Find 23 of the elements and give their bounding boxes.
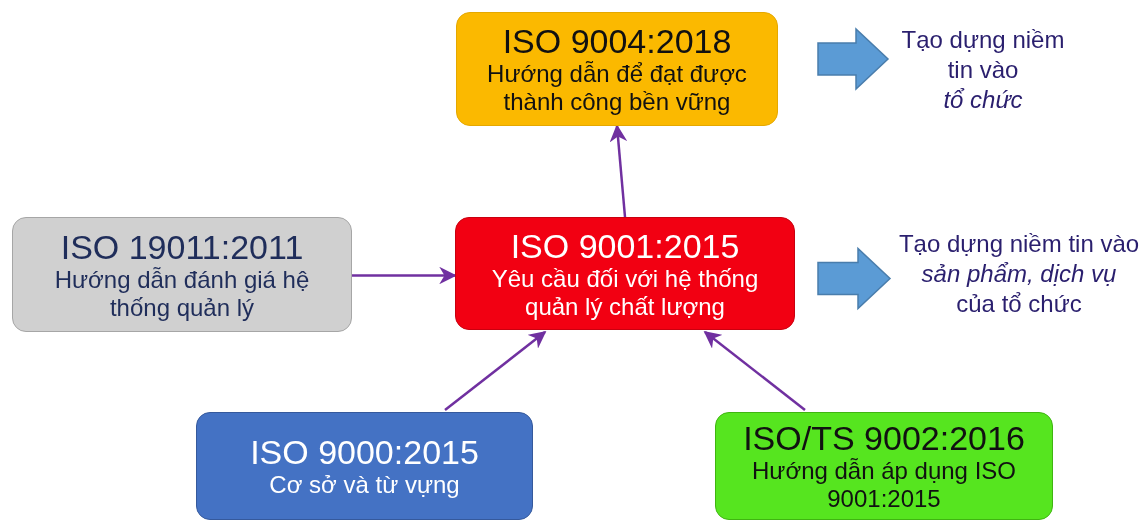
note-text: Tạo dựng niềm tin vào sản phẩm, dịch vụ của tổ chức — [893, 226, 1145, 322]
standard-description: Hướng dẫn để đạt được thành công bền vững — [486, 60, 748, 116]
standard-description: Hướng dẫn áp dụng ISO 9001:2015 — [751, 457, 1017, 513]
standard-code: ISO 9001:2015 — [510, 226, 740, 265]
arrow — [609, 124, 628, 218]
standard-box — [455, 217, 795, 330]
standard-code: ISO 9000:2015 — [250, 433, 479, 471]
standard-description: Yêu cầu đối với hệ thống quản lý chất lượng — [490, 264, 760, 321]
standard-code: ISO 9004:2018 — [502, 22, 732, 60]
note-text: Tạo dựng niềm tin vào tổ chức — [888, 22, 1078, 118]
standard-code: ISO/TS 9002:2016 — [743, 419, 1025, 457]
standard-box — [12, 217, 352, 332]
arrow — [352, 266, 457, 285]
arrow — [444, 330, 547, 411]
standard-description: Cơ sở và từ vựng — [268, 471, 461, 499]
standard-box — [456, 12, 778, 126]
arrow — [703, 330, 806, 411]
standard-code: ISO 19011:2011 — [60, 227, 304, 266]
standard-box — [715, 412, 1053, 520]
standard-box — [196, 412, 533, 520]
block-arrow — [817, 246, 892, 311]
standard-description: Hướng dẫn đánh giá hệ thống quản lý — [53, 265, 311, 322]
block-arrow — [817, 27, 890, 91]
